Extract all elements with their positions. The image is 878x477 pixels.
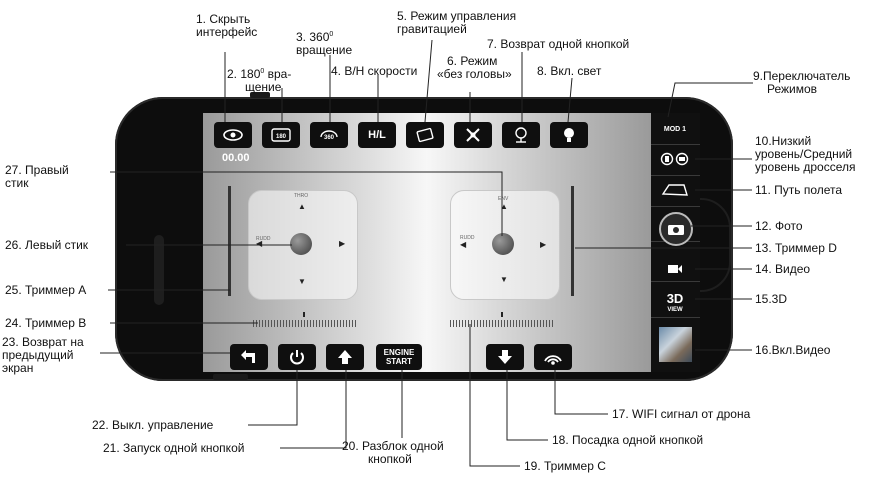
arrow-right-icon: ▶ [540, 240, 547, 249]
label-trimmer-d: 13. Триммер D [755, 241, 837, 255]
label-trimmer-a: 25. Триммер А [5, 283, 87, 297]
rotate-360-icon: 360 [320, 130, 338, 141]
label-takeoff: 21. Запуск одной кнопкой [103, 441, 245, 455]
label-rotate-180: 2. 1800 вра- щение [227, 67, 292, 94]
label-wifi-signal: 17. WIFI сигнал от дрона [612, 407, 751, 421]
trimmer-c-marker [501, 312, 503, 317]
phone-side-button [213, 374, 248, 380]
trimmer-b[interactable] [253, 320, 356, 327]
rotate-360-button[interactable]: 360 [310, 122, 348, 148]
power-icon [290, 350, 304, 365]
right-stick-pad[interactable] [450, 190, 560, 300]
label-video-on: 16.Вкл.Видео [755, 343, 831, 357]
label-speed-hl: 4. В/Н скорости [331, 64, 418, 78]
arrow-down-icon: ▼ [500, 275, 508, 284]
flight-path-icon [661, 184, 688, 196]
light-button[interactable] [550, 122, 588, 148]
arrow-up-icon [338, 350, 352, 364]
phone-speaker [154, 235, 164, 305]
trimmer-a[interactable] [228, 186, 231, 296]
wifi-signal-button[interactable] [534, 344, 572, 370]
label-return-home: 7. Возврат одной кнопкой [487, 37, 630, 51]
flight-path-button[interactable] [655, 179, 695, 201]
rotate-180-icon: 180 [271, 128, 291, 142]
gravity-phone-icon [416, 127, 434, 143]
camera-icon [668, 225, 684, 235]
power-off-button[interactable] [278, 344, 316, 370]
back-arrow-icon [241, 350, 255, 363]
view-3d-button[interactable]: 3D VIEW [655, 288, 695, 318]
right-pad-label-top: ENV [498, 196, 509, 202]
svg-text:180: 180 [276, 134, 287, 140]
label-headless-mode: 6. Режим«без головы» [437, 54, 512, 81]
left-pad-label-left: RUDD [256, 236, 271, 242]
svg-text:360: 360 [324, 135, 335, 141]
view-3d-label: 3D [666, 290, 684, 306]
headless-drone-icon [466, 128, 480, 142]
label-video: 14. Видео [755, 262, 811, 276]
arrow-up-icon: ▲ [500, 202, 508, 211]
right-stick-knob[interactable] [492, 233, 514, 255]
flight-timer: 00.00 [222, 152, 250, 164]
return-home-icon [515, 127, 527, 143]
label-landing: 18. Посадка одной кнопкой [552, 433, 704, 447]
throttle-level-icon [660, 152, 689, 166]
takeoff-button[interactable] [326, 344, 364, 370]
view-label: VIEW [667, 306, 683, 313]
throttle-level-button[interactable] [655, 148, 695, 170]
label-power-off: 22. Выкл. управление [92, 418, 214, 432]
label-trimmer-c: 19. Триммер С [524, 459, 606, 473]
label-trimmer-b: 24. Триммер В [5, 316, 87, 330]
arrow-down-icon [498, 350, 512, 364]
landing-button[interactable] [486, 344, 524, 370]
arrow-left-icon: ◀ [256, 239, 263, 248]
left-stick-knob[interactable] [290, 233, 312, 255]
speed-hl-button[interactable]: H/L [358, 122, 396, 148]
phone-side-button [250, 92, 270, 98]
label-photo: 12. Фото [755, 219, 803, 233]
arrow-up-icon: ▲ [298, 202, 306, 211]
right-pad-label-left: RUDD [460, 235, 475, 241]
wifi-icon [544, 355, 562, 365]
engine-start-button[interactable]: ENGINE START [376, 344, 422, 370]
arrow-down-icon: ▼ [298, 277, 306, 286]
label-flight-path: 11. Путь полета [755, 183, 843, 197]
hide-interface-button[interactable] [214, 122, 252, 148]
mode-switch-button[interactable]: MOD 1 [655, 117, 695, 141]
rotate-180-button[interactable]: 180 [262, 122, 300, 148]
left-pad-label-top: THRO [294, 193, 309, 199]
arrow-left-icon: ◀ [460, 240, 467, 249]
back-button[interactable] [230, 344, 268, 370]
start-label: START [385, 357, 413, 366]
headless-mode-button[interactable] [454, 122, 492, 148]
eye-icon [223, 129, 243, 141]
video-thumbnail[interactable] [659, 327, 692, 362]
arrow-right-icon: ▶ [339, 239, 346, 248]
trimmer-c[interactable] [450, 320, 553, 327]
gravity-mode-button[interactable] [406, 122, 444, 148]
label-light: 8. Вкл. свет [537, 64, 602, 78]
engine-label: ENGINE [383, 348, 415, 357]
video-button[interactable] [655, 258, 695, 280]
photo-button[interactable] [659, 212, 693, 246]
label-rotate-360: 3. 3600 вращение [296, 30, 353, 57]
label-3d: 15.3D [755, 292, 788, 306]
mode-label: MOD 1 [663, 125, 687, 133]
trimmer-b-marker [303, 312, 305, 317]
label-left-stick: 26. Левый стик [5, 238, 89, 252]
return-home-button[interactable] [502, 122, 540, 148]
speed-hl-label: H/L [368, 129, 386, 141]
video-camera-icon [668, 265, 682, 273]
light-bulb-icon [564, 128, 574, 142]
trimmer-d[interactable] [571, 186, 574, 296]
